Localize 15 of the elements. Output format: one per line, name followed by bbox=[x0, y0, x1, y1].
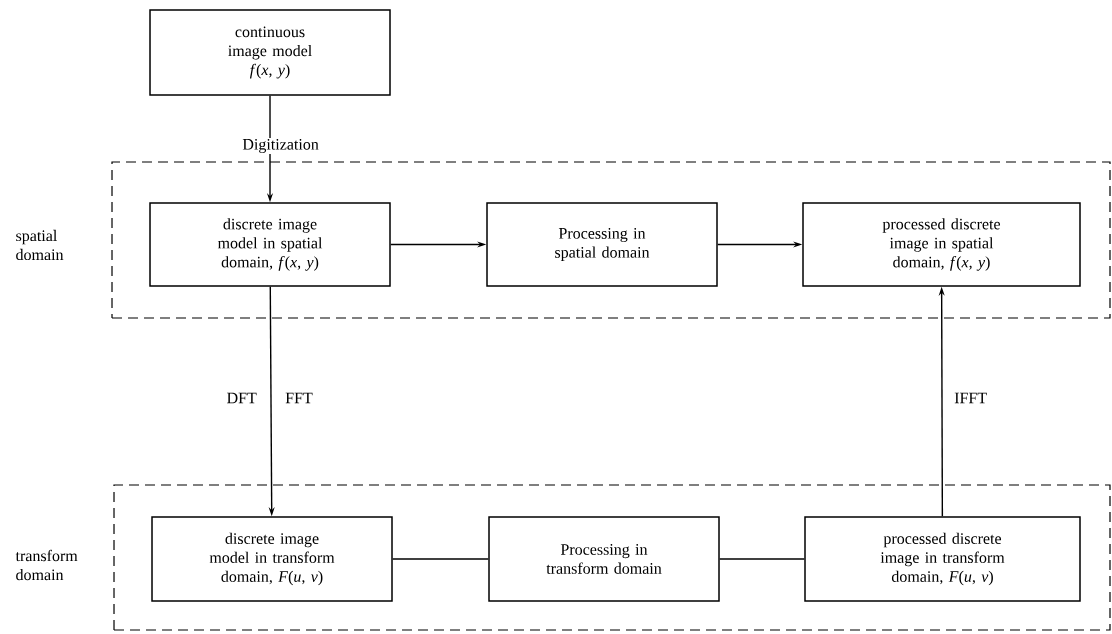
edge-label: Digitization bbox=[241, 137, 320, 154]
process-box: processed discrete image in transform domain, F(u, v) bbox=[804, 516, 1081, 602]
process-box: Processing in spatial domain bbox=[486, 202, 718, 287]
dashed-band bbox=[111, 161, 1111, 319]
band-label: spatial domain bbox=[16, 229, 64, 261]
process-box: discrete image model in transform domain, F(u, v) bbox=[151, 516, 393, 602]
transform-label: FFT bbox=[285, 392, 313, 404]
band-label: transform domain bbox=[15, 549, 78, 581]
process-box: continuous image model f(x, y) bbox=[149, 9, 391, 96]
process-box: Processing in transform domain bbox=[488, 516, 720, 602]
dashed-band bbox=[113, 484, 1111, 631]
edge-label: IFFT bbox=[953, 391, 989, 405]
edge-label: DFT bbox=[225, 391, 258, 405]
process-box: discrete image model in spatial domain, f(x, y) bbox=[149, 202, 391, 287]
process-box: processed discrete image in spatial domain, f(x, y) bbox=[802, 202, 1081, 287]
